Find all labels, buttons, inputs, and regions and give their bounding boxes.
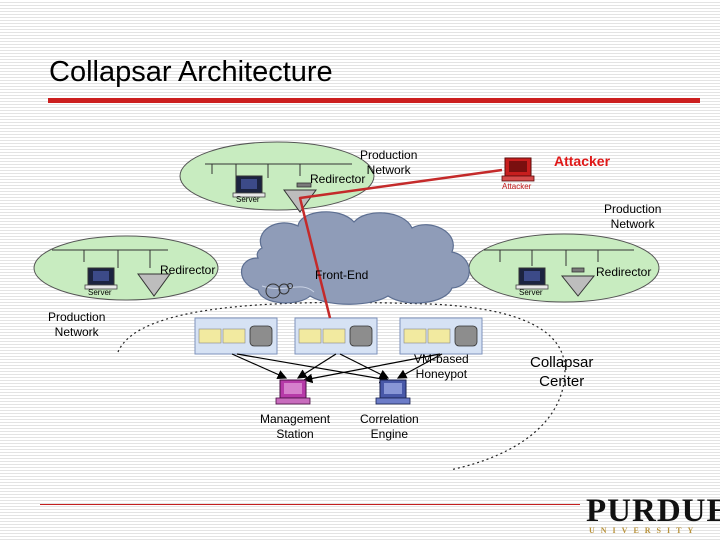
cloud-tail-small xyxy=(287,283,293,289)
label-server-right: Server xyxy=(519,288,543,297)
label-server-top: Server xyxy=(236,195,260,204)
label-collapsar-center: Collapsar Center xyxy=(530,354,594,390)
management-station-pc xyxy=(275,379,311,405)
redirector-funnel-right xyxy=(560,267,596,297)
cloud-tail-medium xyxy=(278,283,290,295)
network-oval-left xyxy=(33,235,219,301)
vm-honeypot-box-3 xyxy=(399,317,483,355)
attacker-pc xyxy=(501,157,535,182)
purdue-logo: PURDUE UNIVERSITY xyxy=(586,493,720,539)
label-attacker: Attacker xyxy=(554,153,611,169)
label-redirector-left: Redirector xyxy=(160,263,216,277)
label-production-network-left: Production Network xyxy=(48,310,106,339)
label-redirector-top: Redirector xyxy=(310,172,366,186)
label-production-network-right: Production Network xyxy=(604,202,662,231)
label-management-station: Management Station xyxy=(260,412,331,441)
network-backbone-left xyxy=(52,249,168,268)
correlation-engine-pc xyxy=(375,379,411,405)
label-correlation-engine: Correlation Engine xyxy=(360,412,419,441)
vm-honeypot-box-2 xyxy=(294,317,378,355)
label-attacker-host: Attacker xyxy=(502,182,532,191)
server-top xyxy=(232,175,266,198)
label-vm-honeypot: VM-based Honeypot xyxy=(414,352,469,381)
network-backbone-top xyxy=(205,163,352,178)
label-front-end: Front-End xyxy=(315,268,369,282)
network-backbone-right xyxy=(484,249,634,266)
front-end-cloud xyxy=(241,211,470,305)
server-right xyxy=(515,267,549,290)
network-oval-top xyxy=(179,141,375,211)
footer-rule xyxy=(40,504,580,505)
server-left xyxy=(84,267,118,290)
honeypot-connections xyxy=(231,353,443,384)
label-redirector-right: Redirector xyxy=(596,265,652,279)
vm-honeypot-box-1 xyxy=(194,317,278,355)
attack-path-line xyxy=(298,168,503,319)
slide-title: Collapsar Architecture xyxy=(49,56,333,88)
label-server-left: Server xyxy=(88,288,112,297)
logo-subtitle: UNIVERSITY xyxy=(589,526,700,535)
logo-wordmark: PURDUE xyxy=(586,493,720,529)
label-production-network-top: Production Network xyxy=(360,148,418,177)
redirector-funnel-left xyxy=(137,273,171,297)
title-underline xyxy=(48,98,700,103)
cloud-tail-large xyxy=(265,283,281,299)
